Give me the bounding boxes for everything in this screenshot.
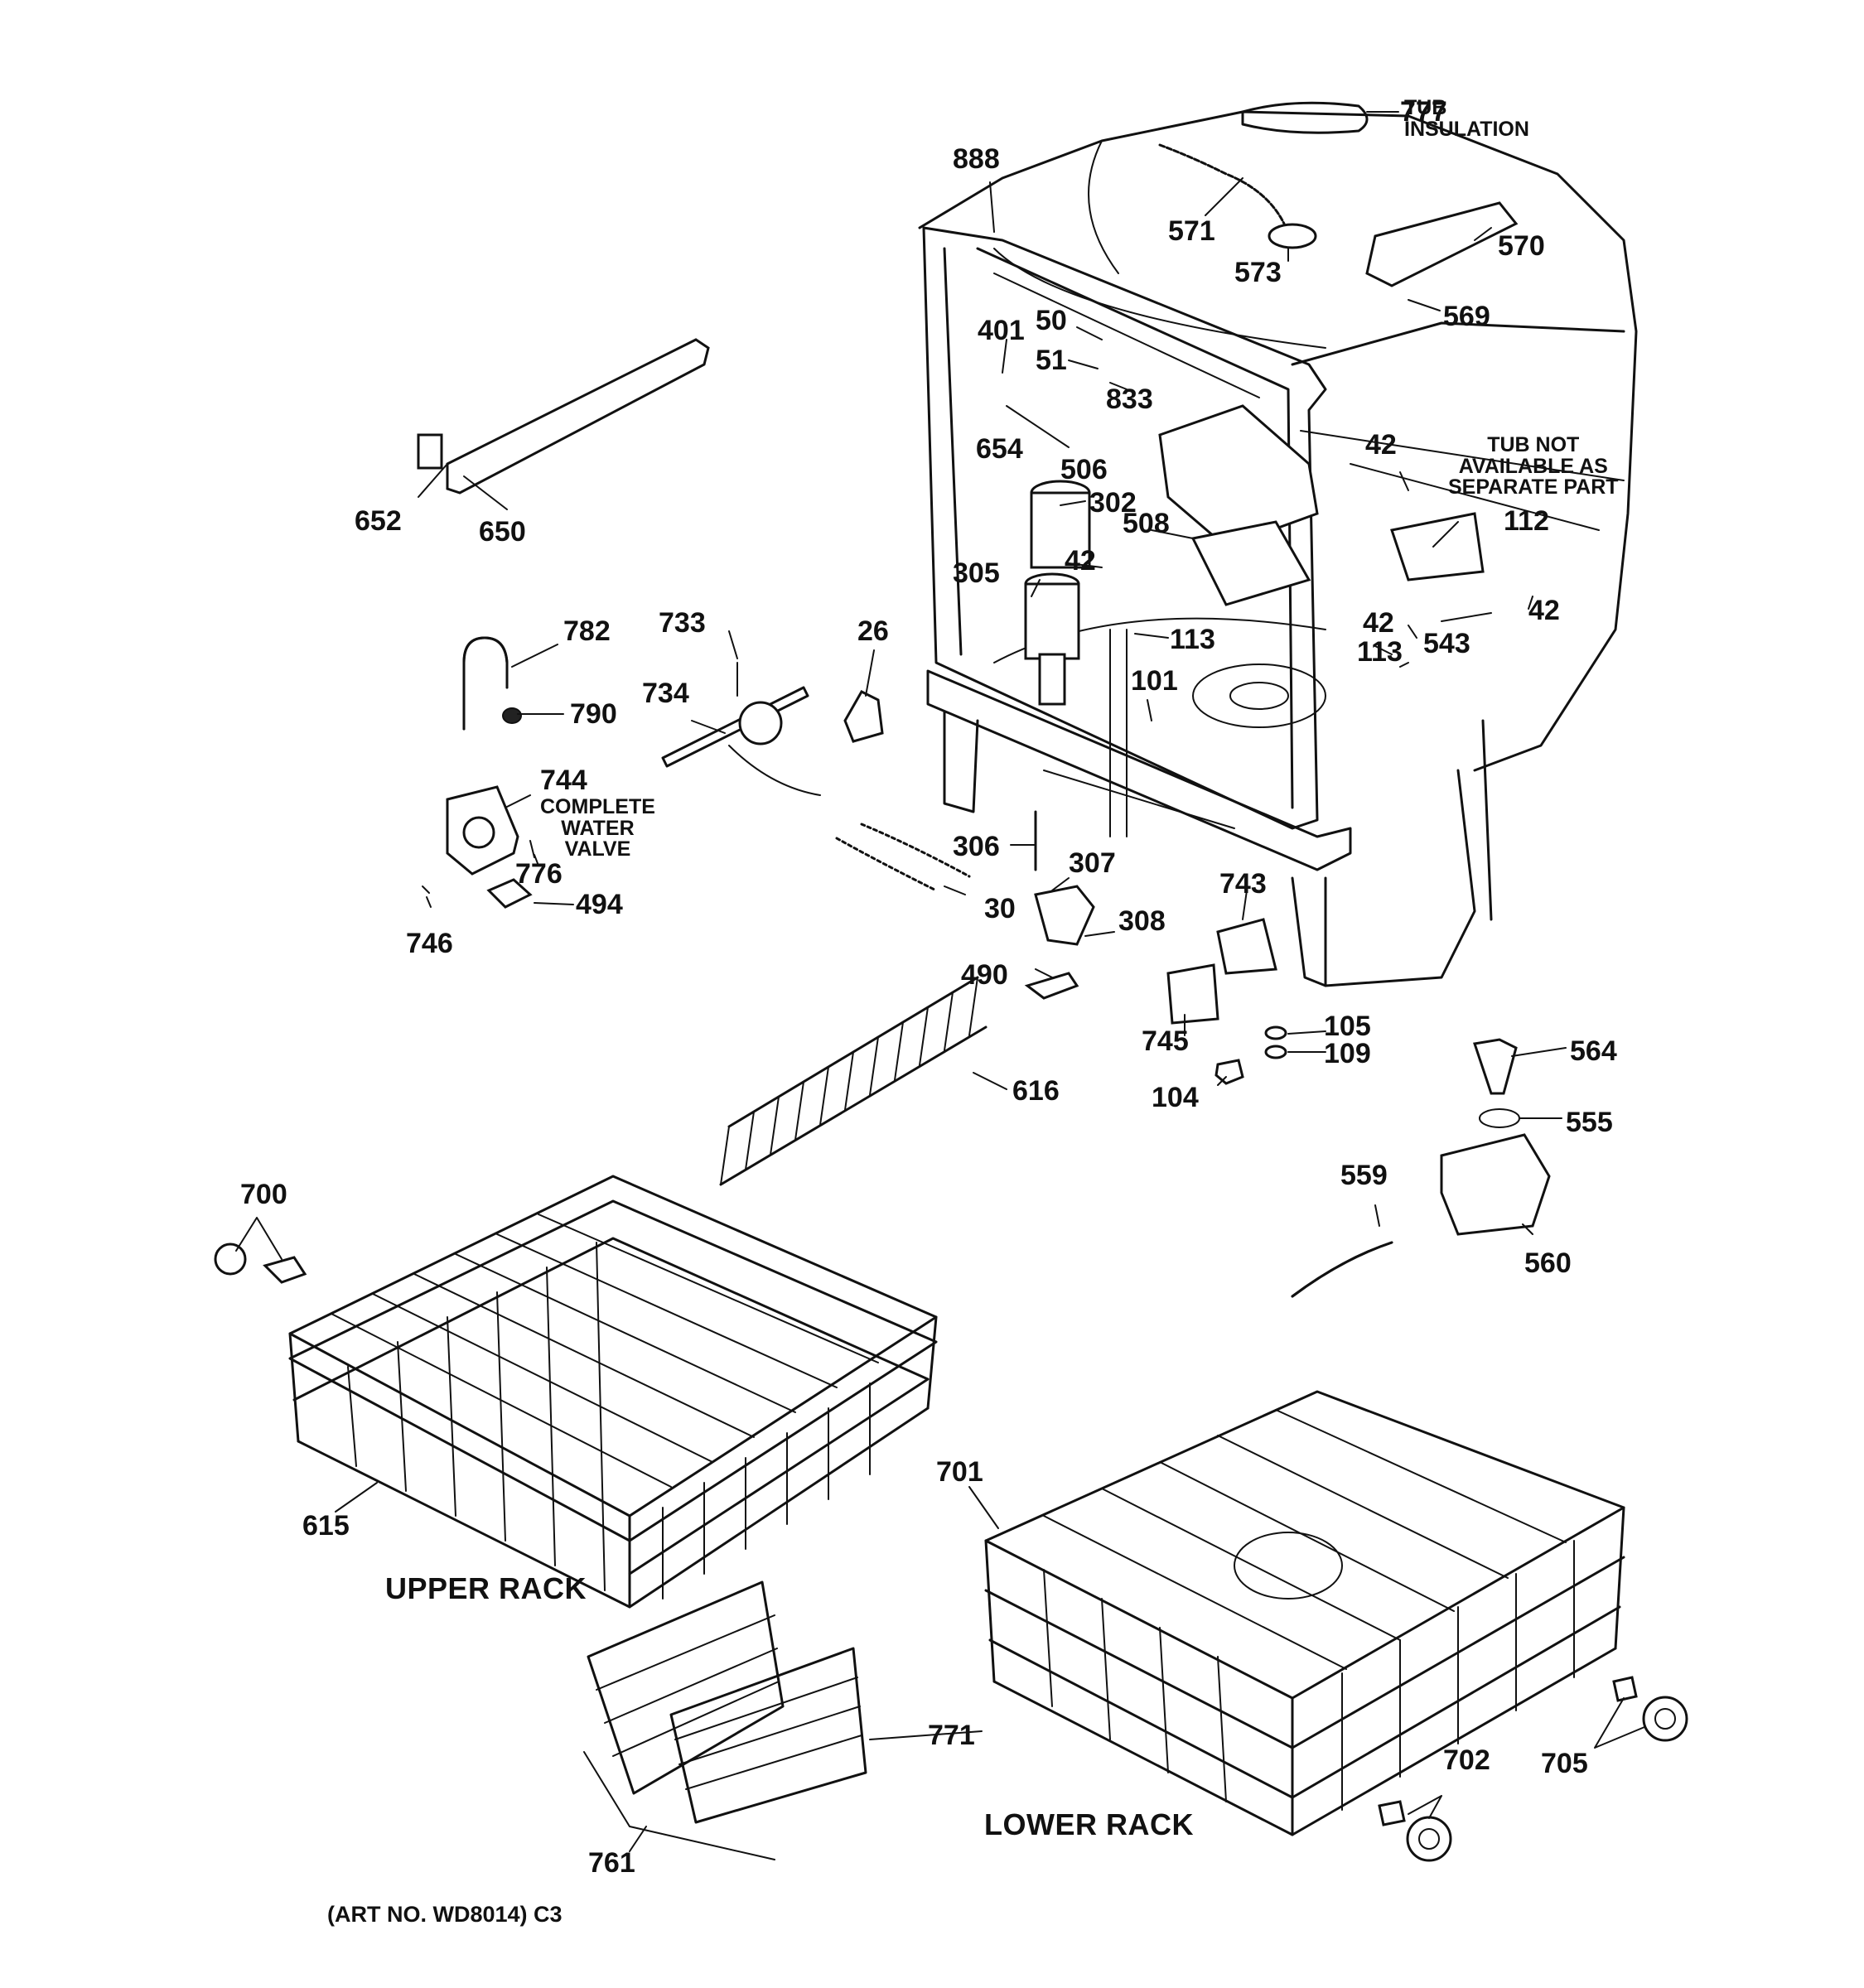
silverware-basket-drawing — [587, 1580, 867, 1824]
part-label: 302 — [1089, 487, 1137, 519]
part-label: 776 — [515, 858, 563, 890]
part-label: 104 — [1152, 1082, 1199, 1113]
part-label: 559 — [1340, 1160, 1388, 1191]
part-label: 113 — [1357, 636, 1403, 668]
tub-drawing — [918, 101, 1638, 987]
part-label: 306 — [953, 831, 1000, 862]
part-label: 833 — [1106, 384, 1153, 415]
part-label: 42 — [1528, 595, 1560, 626]
part-label: 307 — [1069, 847, 1116, 879]
part-label: 654 — [976, 433, 1023, 465]
tub-insulation-note: TUB INSULATION — [1404, 96, 1529, 141]
upper-rack-drawing — [288, 1175, 938, 1609]
heater-and-motor — [1024, 480, 1091, 706]
part-label: 744 — [540, 765, 587, 796]
part-label: 701 — [936, 1456, 983, 1488]
art-number: (ART NO. WD8014) C3 — [327, 1902, 563, 1927]
part-label: 30 — [984, 893, 1016, 924]
part-label: 746 — [406, 928, 453, 959]
part-label: 560 — [1524, 1247, 1572, 1279]
tub-not-available-note: TUB NOT AVAILABLE AS SEPARATE PART — [1448, 433, 1619, 499]
part-label: 42 — [1365, 429, 1397, 461]
part-label: 571 — [1168, 215, 1215, 247]
part-label: 51 — [1036, 345, 1067, 376]
part-label: 650 — [479, 516, 526, 548]
part-label: 705 — [1541, 1748, 1588, 1779]
part-label: 743 — [1219, 868, 1267, 900]
part-label: 734 — [642, 678, 689, 709]
part-label: 490 — [961, 959, 1008, 991]
part-label: 50 — [1036, 305, 1067, 336]
part-label: 888 — [953, 143, 1000, 175]
part-label: 105 — [1324, 1011, 1371, 1042]
part-label: 26 — [857, 615, 889, 647]
part-label: 700 — [240, 1179, 287, 1210]
part-label: 494 — [576, 889, 623, 920]
part-label: 569 — [1443, 301, 1490, 332]
lower-rack-drawing — [984, 1390, 1625, 1836]
part-label: 761 — [588, 1847, 635, 1879]
part-label: 777 — [1400, 96, 1447, 128]
part-label: 112 — [1504, 505, 1549, 537]
part-label: 652 — [355, 505, 402, 537]
part-label: 564 — [1570, 1035, 1617, 1067]
part-label: 109 — [1324, 1038, 1371, 1069]
part-label: 305 — [953, 557, 1000, 589]
lower-rack-label: LOWER RACK — [984, 1807, 1194, 1841]
leader-lines — [235, 111, 1645, 1852]
part-label: 702 — [1443, 1744, 1490, 1776]
part-label: 745 — [1142, 1025, 1189, 1057]
part-label: 308 — [1118, 905, 1166, 937]
part-label: 42 — [1065, 545, 1096, 577]
part-label: 771 — [928, 1720, 975, 1751]
part-label: 570 — [1498, 230, 1545, 262]
part-label: 573 — [1234, 257, 1282, 288]
upper-rack-label: UPPER RACK — [385, 1571, 587, 1605]
part-label: 733 — [659, 607, 706, 639]
part-label: 543 — [1423, 628, 1470, 659]
part-label: 506 — [1060, 454, 1108, 485]
part-label: 113 — [1170, 624, 1215, 655]
part-label: 555 — [1566, 1107, 1613, 1138]
complete-water-valve-note: COMPLETE WATER VALVE — [540, 795, 655, 861]
part-label: 42 — [1363, 607, 1394, 639]
part-label: 508 — [1123, 508, 1170, 539]
part-label: 790 — [570, 698, 617, 730]
part-label: 401 — [978, 315, 1025, 346]
part-label: 101 — [1131, 665, 1178, 697]
part-label: 615 — [302, 1510, 350, 1542]
part-label: 616 — [1012, 1075, 1060, 1107]
part-label: 782 — [563, 615, 611, 647]
